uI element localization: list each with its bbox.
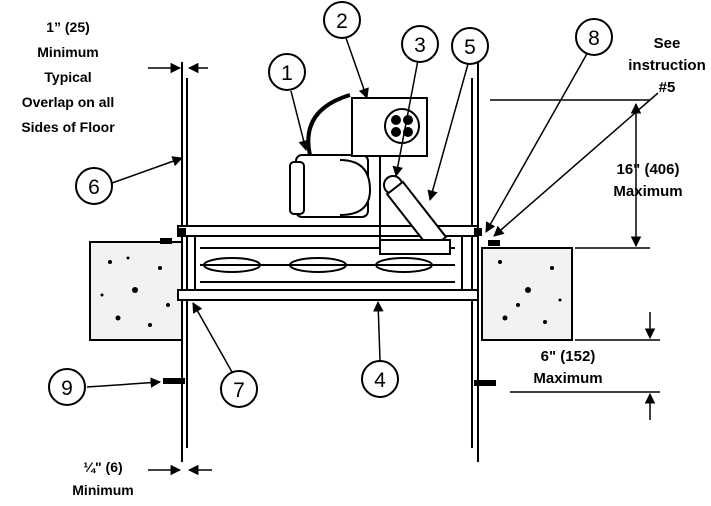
gap-min-label: ¼" (6) Minimum	[72, 459, 133, 498]
svg-text:Maximum: Maximum	[533, 370, 602, 387]
callout-5: 5	[451, 27, 489, 65]
callout-9: 9	[48, 368, 86, 406]
svg-text:16" (406): 16" (406)	[617, 161, 680, 178]
svg-text:2: 2	[336, 10, 348, 33]
height-max-label: 16" (406) Maximum	[613, 161, 682, 200]
overlap-label: 1” (25) Minimum Typical Overlap on all S…	[21, 19, 115, 135]
linkage-arm	[379, 155, 451, 255]
svg-text:1: 1	[281, 62, 293, 85]
svg-text:#5: #5	[659, 79, 676, 96]
callout-6: 6	[75, 167, 113, 205]
see-instruction-label: See instruction #5	[628, 35, 706, 96]
svg-text:Minimum: Minimum	[37, 44, 98, 60]
callout-3: 3	[401, 25, 439, 63]
junction-box	[351, 97, 428, 157]
svg-text:Typical: Typical	[44, 69, 91, 85]
actuator-motor	[289, 93, 372, 218]
svg-text:1” (25): 1” (25)	[46, 19, 90, 35]
svg-text:6: 6	[88, 176, 100, 199]
dimension-height	[490, 99, 650, 249]
svg-text:Sides of Floor: Sides of Floor	[21, 119, 115, 135]
svg-text:See: See	[654, 35, 681, 52]
callout-4: 4	[361, 360, 399, 398]
svg-text:5: 5	[464, 36, 476, 59]
callout-2: 2	[323, 1, 361, 39]
callout-8: 8	[575, 18, 613, 56]
svg-text:Minimum: Minimum	[72, 482, 133, 498]
fasteners	[160, 228, 500, 386]
left-concrete-slab	[89, 241, 183, 341]
svg-text:Maximum: Maximum	[613, 183, 682, 200]
callout-1: 1	[268, 53, 306, 91]
callout-7: 7	[220, 370, 258, 408]
svg-text:Overlap on all: Overlap on all	[22, 94, 115, 110]
svg-text:4: 4	[374, 369, 386, 392]
dimension-depth	[510, 312, 660, 420]
depth-max-label: 6" (152) Maximum	[533, 348, 602, 387]
right-concrete-slab	[481, 247, 573, 341]
svg-text:6" (152): 6" (152)	[541, 348, 596, 365]
leader-lines	[86, 37, 659, 388]
svg-text:instruction: instruction	[628, 57, 706, 74]
svg-text:7: 7	[233, 379, 245, 402]
svg-text:¼" (6): ¼" (6)	[83, 459, 122, 475]
svg-text:3: 3	[414, 34, 426, 57]
svg-text:9: 9	[61, 377, 73, 400]
svg-text:8: 8	[588, 27, 600, 50]
sleeve-lines	[181, 62, 479, 462]
